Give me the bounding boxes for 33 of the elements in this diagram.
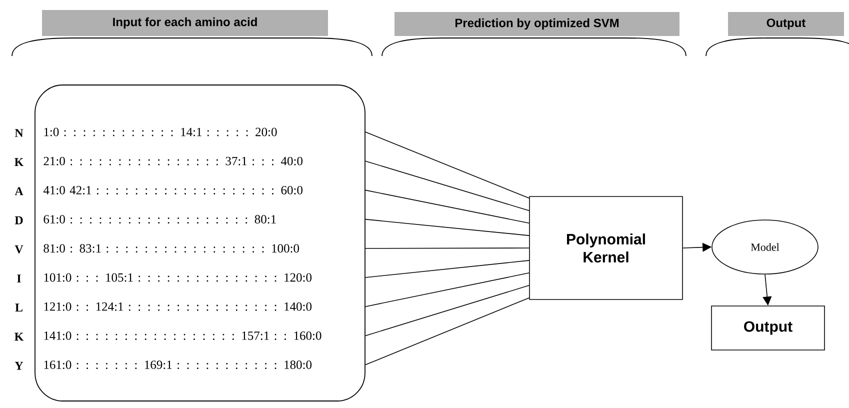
amino-acid-letter: Y [14,362,24,370]
amino-acid-letter: A [14,187,24,196]
section-header: Output [728,12,844,36]
amino-acid-letter: K [14,332,24,341]
input-row: 21:0 : : : : : : : : : : : : : : : : 37:1 : : : 40:0 [44,156,302,166]
connector-line [365,297,530,366]
connector-line [365,260,530,278]
amino-acid-letter: K [14,158,24,166]
input-row: 141:0 : : : : : : : : : : : : : : : : : 157:1 : : 160:0 [44,331,322,340]
amino-acid-letter: V [14,245,24,254]
input-row: 161:0 : : : : : : : 169:1 : : : : : : : : : : : 180:0 [44,360,312,370]
connector-line [365,132,530,199]
amino-acid-letter: L [15,304,22,312]
connector-line [365,284,530,336]
input-row: 121:0 : : 124:1 : : : : : : : : : : : : : : : : 140:0 [44,302,312,311]
section-header: Prediction by optimized SVM [394,12,680,36]
connector-line [365,160,530,212]
input-row: 61:0 : : : : : : : : : : : : : : : : : : : 80:1 [44,215,276,224]
amino-acid-letter: I [17,274,21,282]
connector-line [365,248,530,249]
kernel-box: Polynomial Kernel [529,196,683,300]
input-row: 1:0 : : : : : : : : : : : : 14:1 : : : : : 20:0 [44,128,277,136]
input-row: 101:0 : : : 105:1 : : : : : : : : : : : : : : : 120:0 [44,273,312,282]
amino-acid-letter: N [14,129,24,137]
input-row: 81:0 : 83:1 : : : : : : : : : : : : : : : : : 100:0 [44,244,300,253]
input-row: 41:0 42:1 : : : : : : : : : : : : : : : : : : : 60:0 [43,186,302,194]
connector-line [365,190,530,224]
connector-line [365,218,530,236]
input-frame [34,84,366,402]
output-box: Output [711,306,825,350]
amino-acid-letter: D [14,216,23,224]
section-header: Input for each amino acid [42,10,328,36]
connector-line [365,272,530,307]
